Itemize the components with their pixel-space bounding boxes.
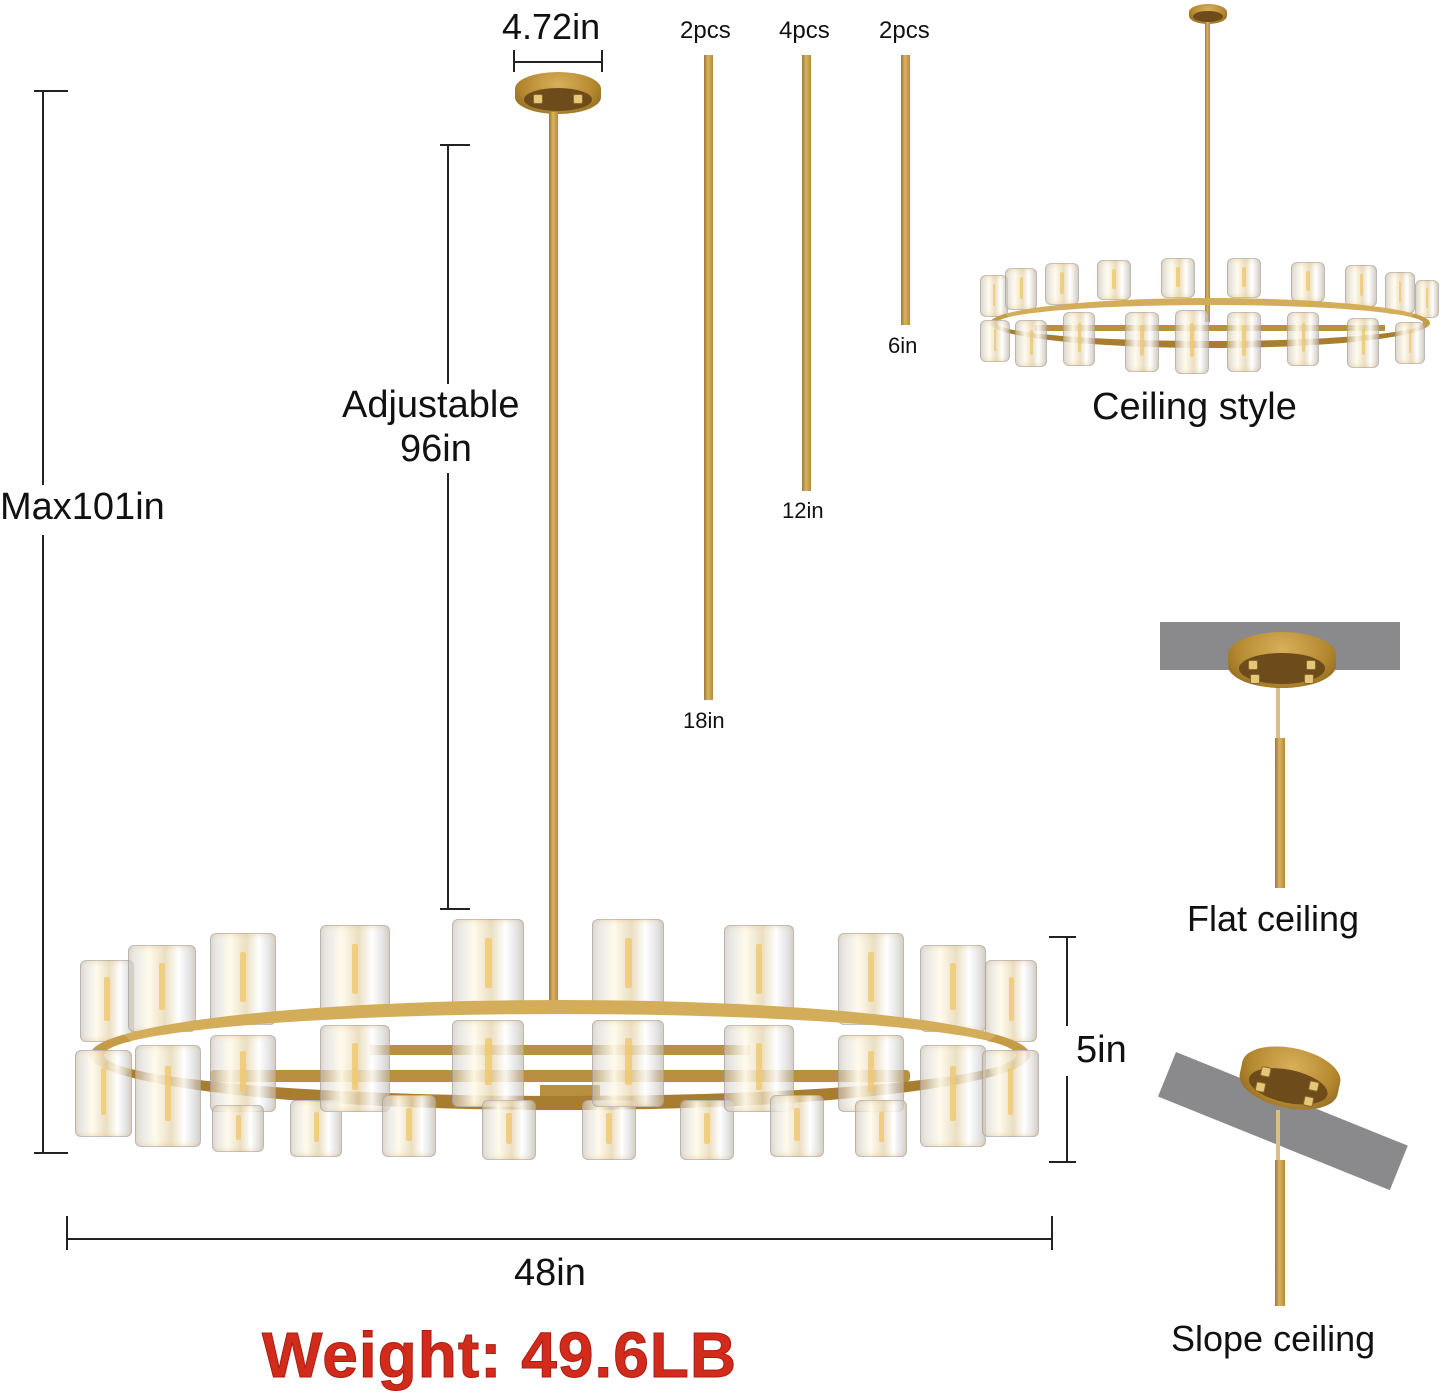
weight-label: Weight: 49.6LB xyxy=(261,1319,738,1392)
fixture-width-tick-left xyxy=(66,1216,68,1250)
canopy-width-label: 4.72in xyxy=(502,6,601,47)
canopy-width-dimension-line xyxy=(513,61,602,63)
rod-6in xyxy=(901,55,910,325)
slope-ceiling-rod xyxy=(1275,1160,1285,1306)
max-height-tick-top xyxy=(34,90,68,92)
adjustable-line-upper xyxy=(447,144,449,384)
adjustable-tick-bottom xyxy=(440,908,470,910)
max-height-label: Max101in xyxy=(0,486,165,528)
rod-12in-quantity: 4pcs xyxy=(779,17,830,44)
max-height-line-lower xyxy=(42,535,44,1153)
ceiling-style-illustration xyxy=(975,0,1445,380)
canopy-width-tick-left xyxy=(513,50,515,72)
fixture-height-tick-top xyxy=(1049,936,1076,938)
ceiling-style-label: Ceiling style xyxy=(1092,386,1297,428)
rod-18in-length: 18in xyxy=(683,708,725,733)
fixture-width-line xyxy=(66,1238,1052,1240)
fixture-width-tick-right xyxy=(1051,1216,1053,1250)
main-chandelier xyxy=(70,915,1050,1165)
rod-18in xyxy=(704,55,713,700)
fixture-height-line-upper xyxy=(1066,936,1068,1026)
fixture-height-label: 5in xyxy=(1076,1029,1127,1071)
adjustable-line-lower xyxy=(447,473,449,910)
fixture-height-tick-bottom xyxy=(1049,1161,1076,1163)
max-height-tick-bottom xyxy=(34,1152,68,1154)
flat-ceiling-hook xyxy=(1276,688,1280,738)
canopy-width-tick-right xyxy=(601,50,603,72)
adjustable-label: Adjustable xyxy=(342,384,520,426)
slope-ceiling-hook xyxy=(1276,1110,1280,1160)
max-height-line-upper xyxy=(42,90,44,485)
rod-12in xyxy=(802,55,811,491)
rod-18in-quantity: 2pcs xyxy=(680,17,731,44)
rod-12in-length: 12in xyxy=(782,498,824,523)
slope-ceiling-label: Slope ceiling xyxy=(1171,1318,1376,1359)
rod-6in-length: 6in xyxy=(888,333,918,358)
rod-6in-quantity: 2pcs xyxy=(879,17,930,44)
flat-ceiling-label: Flat ceiling xyxy=(1187,898,1360,939)
flat-ceiling-canopy-icon xyxy=(1228,632,1336,688)
main-canopy-icon xyxy=(515,72,601,114)
main-downrod xyxy=(549,112,558,1007)
fixture-width-label: 48in xyxy=(514,1252,586,1294)
fixture-height-line-lower xyxy=(1066,1076,1068,1162)
flat-ceiling-rod xyxy=(1275,738,1285,888)
adjustable-tick-top xyxy=(440,144,470,146)
adjustable-value: 96in xyxy=(400,428,472,470)
